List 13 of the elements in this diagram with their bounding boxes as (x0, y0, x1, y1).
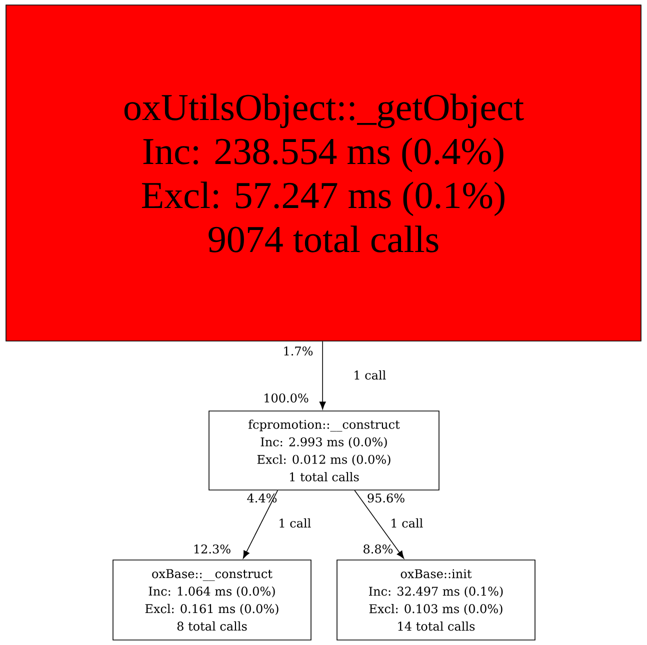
function-box: oxBase::init Inc: 32.497 ms (0.1%) Excl: 0.103 ms (0.0%) 14 total calls (336, 560, 536, 640)
function-box: oxBase::__construct Inc: 1.064 ms (0.0%) Excl: 0.161 ms (0.0%) 8 total calls (112, 560, 312, 640)
percentage-label: 95.6% (368, 493, 404, 503)
edge-label: 1 call (280, 518, 311, 528)
edge-label: 1 call (392, 518, 423, 528)
function-box: oxUtilsObject::_getObject Inc: 238.554 ms (0.4%) Excl: 57.247 ms (0.1%) 9074 total calls (6, 4, 642, 342)
edge-label: 1 call (354, 370, 386, 380)
arrow (319, 341, 326, 410)
function-box: fcpromotion::__construct Inc: 2.993 ms (0.0%) Excl: 0.012 ms (0.0%) 1 total calls (208, 410, 440, 490)
arrow (242, 490, 278, 559)
arrow (354, 490, 404, 559)
percentage-label: 8.8% (364, 544, 393, 554)
percentage-label: 1.7% (284, 346, 313, 356)
